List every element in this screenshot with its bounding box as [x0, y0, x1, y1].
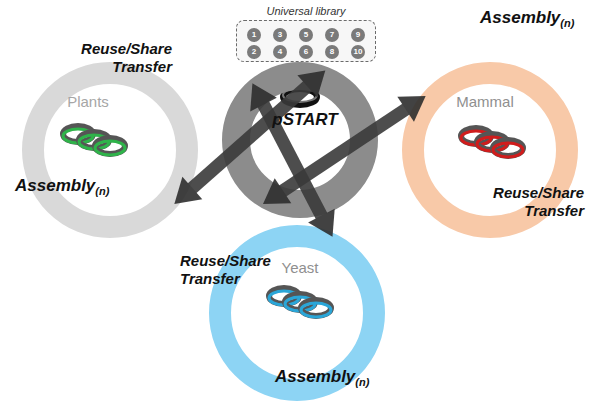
arrow-head — [308, 209, 335, 237]
label-group: Assembly(n) — [15, 176, 109, 199]
part-number-dot: 5 — [299, 28, 313, 42]
callout-number: 3 — [273, 28, 287, 42]
assembly-label: Assembly — [275, 367, 355, 386]
callout-number: 8 — [325, 45, 339, 59]
subscript-label: (n) — [560, 17, 574, 29]
callout-number: 4 — [273, 45, 287, 59]
part-number-dot: 7 — [325, 28, 339, 42]
arrow-head — [297, 70, 325, 97]
mammal-ring-icons — [461, 128, 523, 157]
part-number-dot: 4 — [273, 45, 287, 59]
callout-number: 6 — [299, 45, 313, 59]
callout-number: 10 — [351, 45, 365, 59]
library-title: Universal library — [237, 5, 375, 17]
library-box: Universal library13579246810 — [236, 20, 376, 62]
assembly-label: Assembly — [15, 176, 95, 195]
part-number-dot: 8 — [325, 45, 339, 59]
label-group: Assembly(n) — [275, 367, 369, 390]
arrow-shaft — [262, 101, 324, 219]
node-title: pSTART — [255, 110, 355, 130]
callout-number: 5 — [299, 28, 313, 42]
label-group: Reuse/Share Transfer — [58, 40, 172, 76]
label-group: Reuse/Share Transfer — [180, 252, 294, 288]
part-number-dot: 2 — [247, 45, 261, 59]
process-label: Reuse/Share Transfer — [81, 40, 172, 75]
part-number-dot: 9 — [351, 28, 365, 42]
node-title: Yeast — [260, 259, 340, 276]
label-group: Assembly(n) — [480, 8, 574, 31]
part-number-dot: 10 — [351, 45, 365, 59]
part-number-dot: 6 — [299, 45, 313, 59]
arrow-head — [397, 96, 425, 122]
subscript-label: (n) — [355, 376, 369, 388]
subscript-label: (n) — [95, 185, 109, 197]
callout-number: 2 — [247, 45, 261, 59]
plants-ring-icons — [63, 126, 125, 155]
process-label: Reuse/Share Transfer — [180, 252, 271, 287]
yeast-ring-icons — [269, 288, 331, 317]
node-title: Plants — [48, 93, 128, 110]
loop-ring — [22, 62, 198, 238]
arrow-head — [250, 83, 277, 111]
node-title: Mammal — [445, 93, 525, 110]
arrow-shaft — [189, 84, 310, 191]
arrow-head — [263, 178, 291, 204]
part-number-dot: 1 — [247, 28, 261, 42]
assembly-label: Assembly — [480, 8, 560, 27]
plants-loop: Plants — [22, 62, 198, 238]
callout-number: 9 — [351, 28, 365, 42]
callout-number: 1 — [247, 28, 261, 42]
double-arrow — [250, 83, 334, 237]
label-group: Reuse/Share Transfer — [470, 184, 584, 220]
arrow-head — [174, 177, 202, 204]
callout-number: 7 — [325, 28, 339, 42]
process-label: Reuse/Share Transfer — [493, 184, 584, 219]
part-number-dot: 3 — [273, 28, 287, 42]
